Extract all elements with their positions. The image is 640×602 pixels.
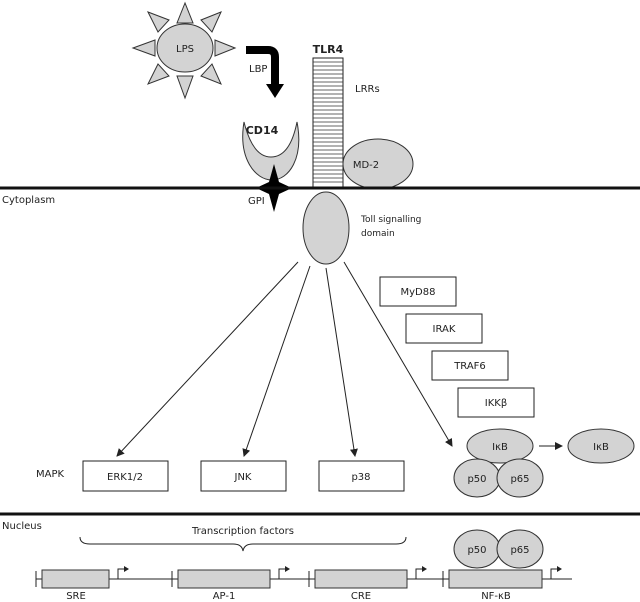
arrow-to-p38 [325,267,358,457]
lps-ray-ne [200,11,222,33]
erk-box: ERK1/2 [82,460,169,492]
lps-label: LPS [176,44,194,55]
erk-label: ERK1/2 [107,472,143,483]
ikkb-label: IKKβ [485,398,507,409]
lbp-label: LBP [249,64,267,75]
ikb-free-label: IκB [593,442,609,453]
nfkb-label: NF-κB [481,591,511,602]
jnk-label: JNK [234,472,252,483]
ikb-bound [466,428,534,464]
lps-molecule: LPS [131,1,237,100]
arrow-to-nfkb [343,261,453,447]
lrrs-label: LRRs [355,84,380,95]
p65-nucleus-label: p65 [510,545,529,556]
myd88-label: MyD88 [401,287,436,298]
p65-nucleus [496,529,544,569]
cd14-label: CD14 [246,124,279,137]
toll-label-line1: Toll signalling [360,215,421,225]
myd88-box: MyD88 [379,276,457,307]
irak-label: IRAK [433,324,456,335]
lrr-repeats [313,61,343,183]
lps-core [156,23,214,73]
transcription-factors-label: Transcription factors [191,526,294,537]
p65-cytoplasm-label: p65 [510,474,529,485]
p50-cytoplasm-label: p50 [467,474,486,485]
toll-signalling-domain [302,191,350,265]
jnk-box: JNK [200,460,287,492]
ikb-bound-label: IκB [492,442,508,453]
mapk-label: MAPK [36,469,64,480]
p38-label: p38 [351,472,370,483]
nfkb-ikb-complex: IκB p50 p65 [453,428,544,498]
cre-label: CRE [351,591,371,602]
p50-nucleus-label: p50 [467,545,486,556]
arrow-to-jnk [242,265,311,457]
lps-ray-se [200,63,222,85]
lps-ray-w [131,39,156,57]
toll-label-line2: domain [361,229,395,239]
traf6-box: TRAF6 [431,350,509,381]
tlr4-receptor [312,57,344,189]
ikb-free [567,428,635,464]
promoter-ap1: AP-1 [171,566,290,602]
transcription-factors-brace [79,536,407,552]
p65-cytoplasm [496,458,544,498]
traf6-label: TRAF6 [453,361,486,372]
promoter-nfkb: NF-κB [442,566,562,602]
md2-label: MD-2 [353,160,379,171]
ap1-label: AP-1 [213,591,236,602]
promoter-elements: SRE AP-1 CRE NF-κB [35,566,562,602]
promoter-sre: SRE [35,566,129,602]
lps-ray-s [176,75,194,100]
tlr4-label: TLR4 [313,43,344,56]
cd14-receptor [242,121,300,181]
arrow-to-erk [116,261,299,457]
promoter-cre: CRE [308,566,427,602]
lbp-arrow [246,46,284,98]
cytoplasm-label: Cytoplasm [2,195,55,206]
lps-ray-nw [146,11,170,33]
lps-ray-n [176,1,194,24]
ikkb-box: IKKβ [457,387,535,418]
lps-ray-e [214,39,237,57]
irak-box: IRAK [405,313,483,344]
sre-label: SRE [66,591,86,602]
lps-ray-sw [146,63,170,85]
nucleus-label: Nucleus [2,521,42,532]
p38-box: p38 [318,460,405,492]
gpi-label: GPI [248,196,265,207]
